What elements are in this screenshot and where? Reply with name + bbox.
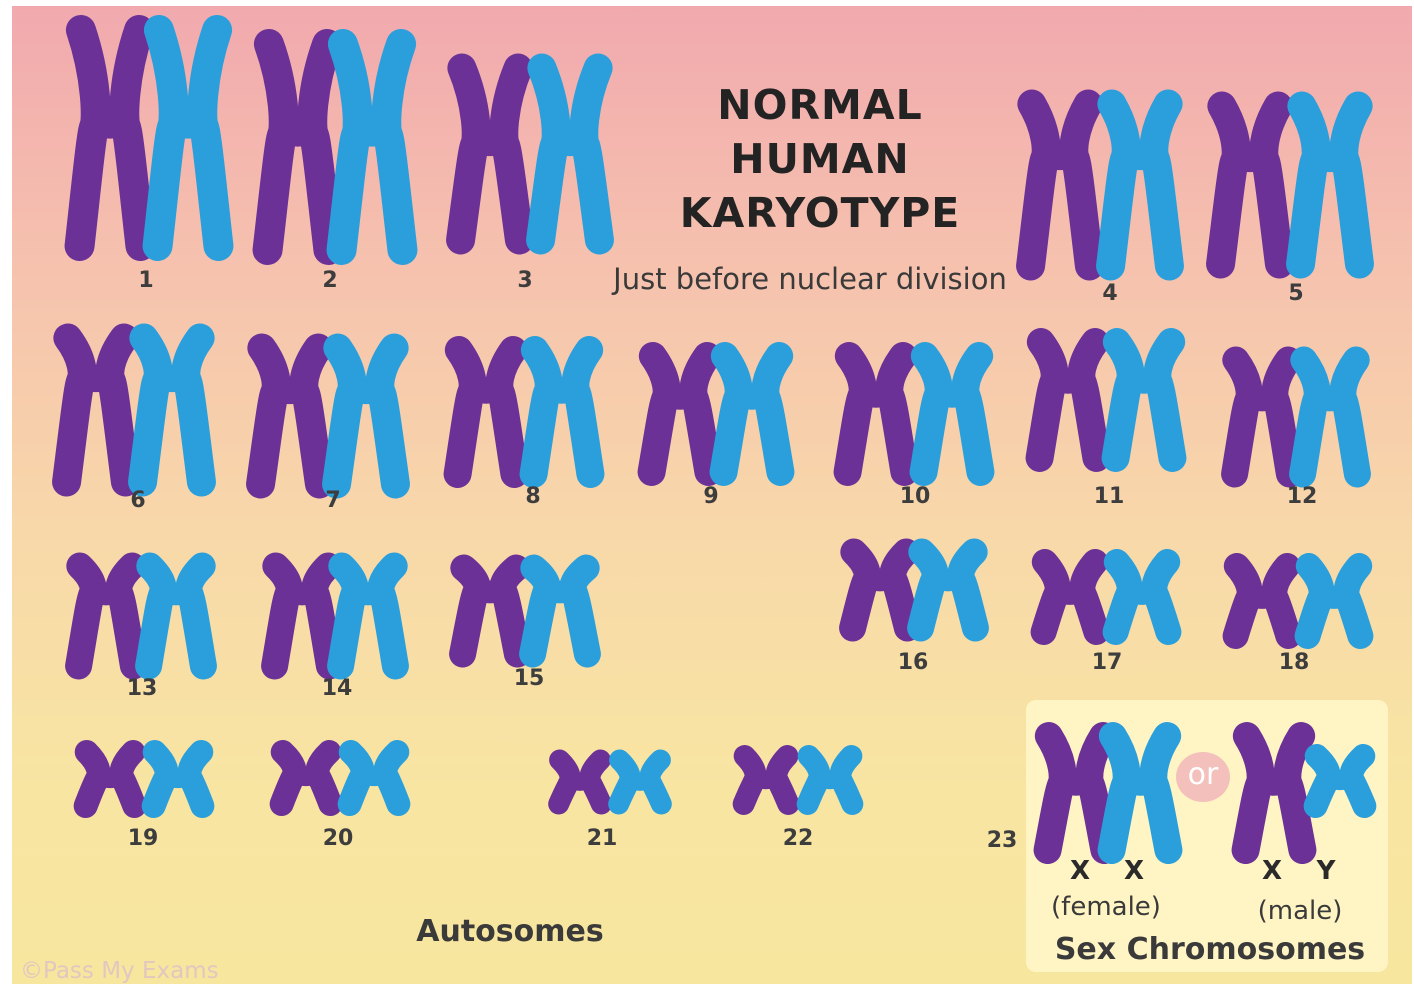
female-letter-2: X xyxy=(1094,856,1174,886)
male-letter-2: Y xyxy=(1286,856,1366,886)
male-label: (male) xyxy=(1220,896,1380,926)
y-chromosome-male xyxy=(1316,756,1365,806)
x-chromosome-female-paternal xyxy=(1112,736,1169,850)
autosomes-label: Autosomes xyxy=(360,914,660,949)
x-chromosome-female-maternal xyxy=(1048,736,1105,850)
female-label: (female) xyxy=(1026,892,1186,922)
sex-chromosomes-title: Sex Chromosomes xyxy=(1030,932,1390,967)
copyright-watermark: ©Pass My Exams xyxy=(20,958,219,984)
x-chromosome-male xyxy=(1246,736,1303,850)
